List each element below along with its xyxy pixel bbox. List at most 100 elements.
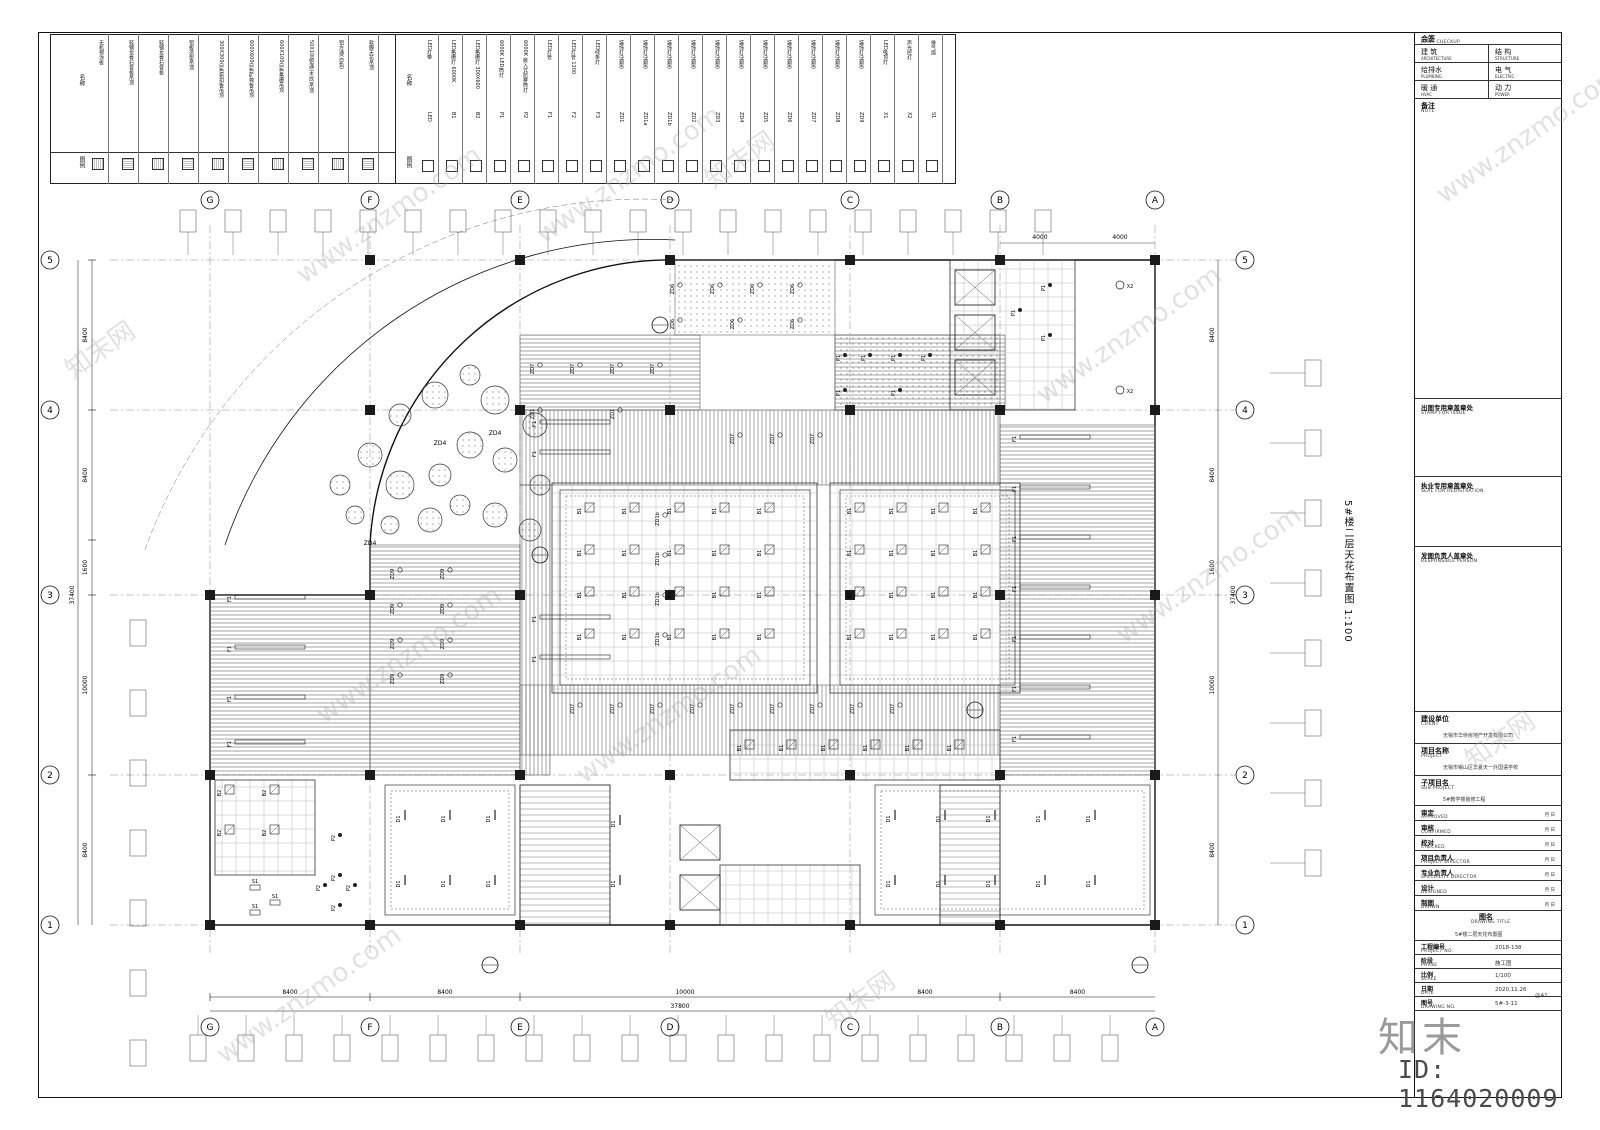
- ceiling-height-tag: [129, 619, 147, 647]
- tb-signoff-label: 审定: [1421, 809, 1434, 817]
- zone-grid-classroom-left: [551, 482, 818, 694]
- label-D1: D1: [986, 815, 992, 822]
- label-F1: F1: [532, 421, 538, 427]
- fixture-decorative: [717, 282, 723, 288]
- label-P2: P2: [316, 885, 322, 891]
- label-ZD1b: ZD1b: [655, 592, 661, 606]
- label-ZD1b: ZD1b: [655, 632, 661, 646]
- ceiling-height-tag: [381, 1034, 399, 1062]
- label-B1: B1: [947, 745, 953, 752]
- legend-lamp-code: X2: [906, 112, 912, 119]
- fixture-b1: [719, 502, 730, 513]
- label-P2: P2: [346, 885, 352, 891]
- label-B1: B1: [577, 508, 583, 515]
- feature-pendant-light: [380, 515, 400, 535]
- legend-col-line: [378, 34, 379, 184]
- legend-col-line: [750, 34, 751, 184]
- structural-column: [995, 770, 1005, 780]
- stair-left: [519, 784, 611, 926]
- fixture-downlight: [843, 353, 847, 357]
- fixture-b1: [629, 586, 640, 597]
- structural-column: [515, 405, 525, 415]
- structural-column: [1150, 920, 1160, 930]
- label-F1: F1: [227, 646, 233, 652]
- legend-lamp-name: 排气扇: [930, 40, 936, 55]
- structural-column: [365, 405, 375, 415]
- grid-bubble-bottom-A: [1145, 1017, 1165, 1037]
- fixture-b2-diag: [224, 824, 235, 835]
- elevator-cross: [679, 824, 721, 861]
- fixture-f1: [234, 739, 306, 745]
- tb-check-label: 会签: [1421, 35, 1435, 43]
- elevator-cross: [679, 874, 721, 911]
- dim-text-bottom: 8400: [282, 989, 297, 996]
- tb-date-sub: DATE: [1421, 991, 1434, 996]
- tb-drawing_no-sub: DRAWING NO.: [1421, 1005, 1456, 1010]
- fixture-f1: [1019, 584, 1091, 590]
- grid-bubble-left-3: [40, 585, 60, 605]
- label-B2: B2: [262, 790, 268, 797]
- grid-label-left: 1: [47, 921, 53, 931]
- zone-linear-ceiling-top: [519, 334, 701, 411]
- ceiling-height-tag: [429, 1034, 447, 1062]
- fixture-b1-diag: [764, 544, 775, 555]
- legend-material-swatch: [182, 158, 194, 170]
- grid-bubble-top-D: [660, 190, 680, 210]
- label-B2: B2: [262, 830, 268, 837]
- label-B1: B1: [712, 592, 718, 599]
- label-ZD7: ZD7: [770, 704, 776, 714]
- label-B1: B1: [577, 550, 583, 557]
- tb-project_no-label: 工程编号: [1421, 944, 1446, 951]
- structural-column: [845, 255, 855, 265]
- dim-text-total-w: 37800: [670, 1003, 689, 1010]
- label-B1: B1: [622, 634, 628, 641]
- legend-col-line: [918, 34, 919, 184]
- legend-lamp-symbol: [566, 160, 578, 172]
- structural-column: [995, 405, 1005, 415]
- ceiling-height-tag: [129, 899, 147, 927]
- fixture-decorative: [577, 362, 583, 368]
- ceiling-height-tag: [573, 1034, 591, 1062]
- tb-row-scale: [1415, 969, 1561, 983]
- grid-label-bottom: F: [367, 1023, 372, 1033]
- structural-column: [845, 920, 855, 930]
- dim-text-total-h: 37400: [69, 585, 76, 604]
- grid-bubble-right-5: [1235, 250, 1255, 270]
- fixture-exhaust: [249, 909, 261, 916]
- fixture-downlight: [898, 388, 902, 392]
- ceiling-height-tag: [1034, 209, 1052, 233]
- ceiling-height-tag: [621, 1034, 639, 1062]
- fixture-b1-diag: [954, 739, 965, 750]
- label-ZD1: ZD1: [610, 409, 616, 419]
- fixture-decorative: [662, 552, 668, 558]
- label-P1: P1: [1011, 310, 1017, 316]
- tb-row-signoff: [1415, 851, 1561, 866]
- tb-row-drawing-title: [1415, 911, 1561, 941]
- legend-col-line: [558, 34, 559, 184]
- structural-column: [665, 405, 675, 415]
- legend-lamp-symbol: [494, 160, 506, 172]
- legend-lamp-code: P2: [522, 112, 528, 119]
- fixture-b1: [629, 628, 640, 639]
- feature-pendant-light: [388, 403, 412, 427]
- fixture-decorative: [662, 512, 668, 518]
- legend-border: [50, 34, 956, 184]
- structural-column: [515, 770, 525, 780]
- dim-text-top: 4000: [1112, 234, 1127, 241]
- ceiling-height-tag: [129, 1039, 147, 1067]
- fixture-b1-diag: [584, 586, 595, 597]
- dim-text-left: 8400: [82, 467, 89, 482]
- label-ZD6: ZD6: [670, 319, 676, 329]
- legend-lamp-name: LED灯管: [546, 40, 552, 60]
- tb-signoff-label: 专业负责人: [1421, 869, 1454, 877]
- label-ZD7: ZD7: [770, 434, 776, 444]
- legend-lamp-code: ZD1: [618, 112, 624, 123]
- fixture-downlight: [1048, 283, 1052, 287]
- fixture-b1-diag: [629, 586, 640, 597]
- fixture-downlight: [928, 353, 932, 357]
- legend-col-line: [606, 34, 607, 184]
- label-B1: B1: [779, 745, 785, 752]
- elevator-cross: [954, 269, 996, 306]
- dim-text-bottom: 8400: [917, 989, 932, 996]
- ceiling-height-tag: [359, 209, 377, 233]
